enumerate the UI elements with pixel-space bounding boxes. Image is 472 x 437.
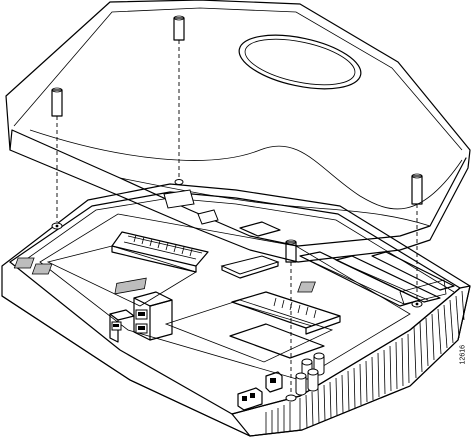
memory-module [220,255,280,279]
card-slot-left [111,231,209,273]
sub-board-left [13,245,197,307]
top-cover [5,0,471,263]
main-board [13,189,455,381]
capacitors [295,352,325,396]
expansion-slots-right [297,251,455,307]
alignment-guide-lines [56,40,418,396]
base-chassis [1,179,471,437]
card-slot-lower [164,299,334,363]
card-slot-right [231,291,341,335]
rear-ports [109,291,283,411]
figure-id-label: 12616 [459,345,466,365]
